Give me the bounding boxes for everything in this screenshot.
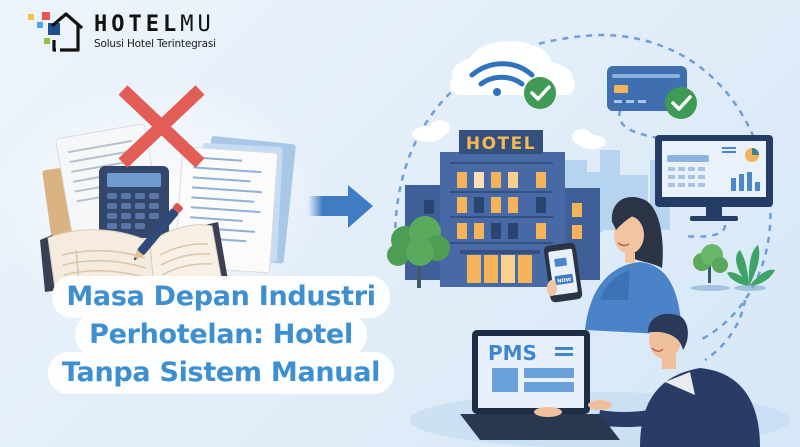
headline-line-1: Masa Depan Industri xyxy=(52,276,390,318)
arrow-right-icon xyxy=(308,185,373,228)
brand-logo[interactable]: HOTELMU Solusi Hotel Terintegrasi xyxy=(26,10,216,54)
wifi-icon xyxy=(469,61,535,96)
man-with-laptop: PMS xyxy=(460,313,760,447)
pencil-icon xyxy=(133,203,183,261)
manual-paperwork xyxy=(40,123,296,301)
hotel-house-logo-icon xyxy=(28,12,84,52)
tree-icon xyxy=(690,244,730,291)
check-badge-icon xyxy=(524,77,556,109)
monitor-dashboard-icon xyxy=(655,135,773,221)
headline-line-3: Tanpa Sistem Manual xyxy=(47,352,395,394)
hotel-sign: HOTEL xyxy=(466,134,536,154)
headline: Masa Depan Industri Perhotelan: Hotel Ta… xyxy=(26,276,416,394)
calculator-icon xyxy=(99,166,169,238)
laptop-pms-label: PMS xyxy=(488,341,537,365)
phone-now-button: NOW xyxy=(557,277,572,285)
brand-tagline: Solusi Hotel Terintegrasi xyxy=(94,38,216,50)
cross-mark-icon xyxy=(118,85,205,168)
brand-name: HOTELMU xyxy=(94,12,215,37)
check-badge-icon xyxy=(665,87,697,119)
plant-icon xyxy=(727,245,775,291)
headline-line-2: Perhotelan: Hotel xyxy=(75,314,367,356)
tree-icon xyxy=(387,216,450,288)
dashed-connection-path xyxy=(393,33,772,362)
